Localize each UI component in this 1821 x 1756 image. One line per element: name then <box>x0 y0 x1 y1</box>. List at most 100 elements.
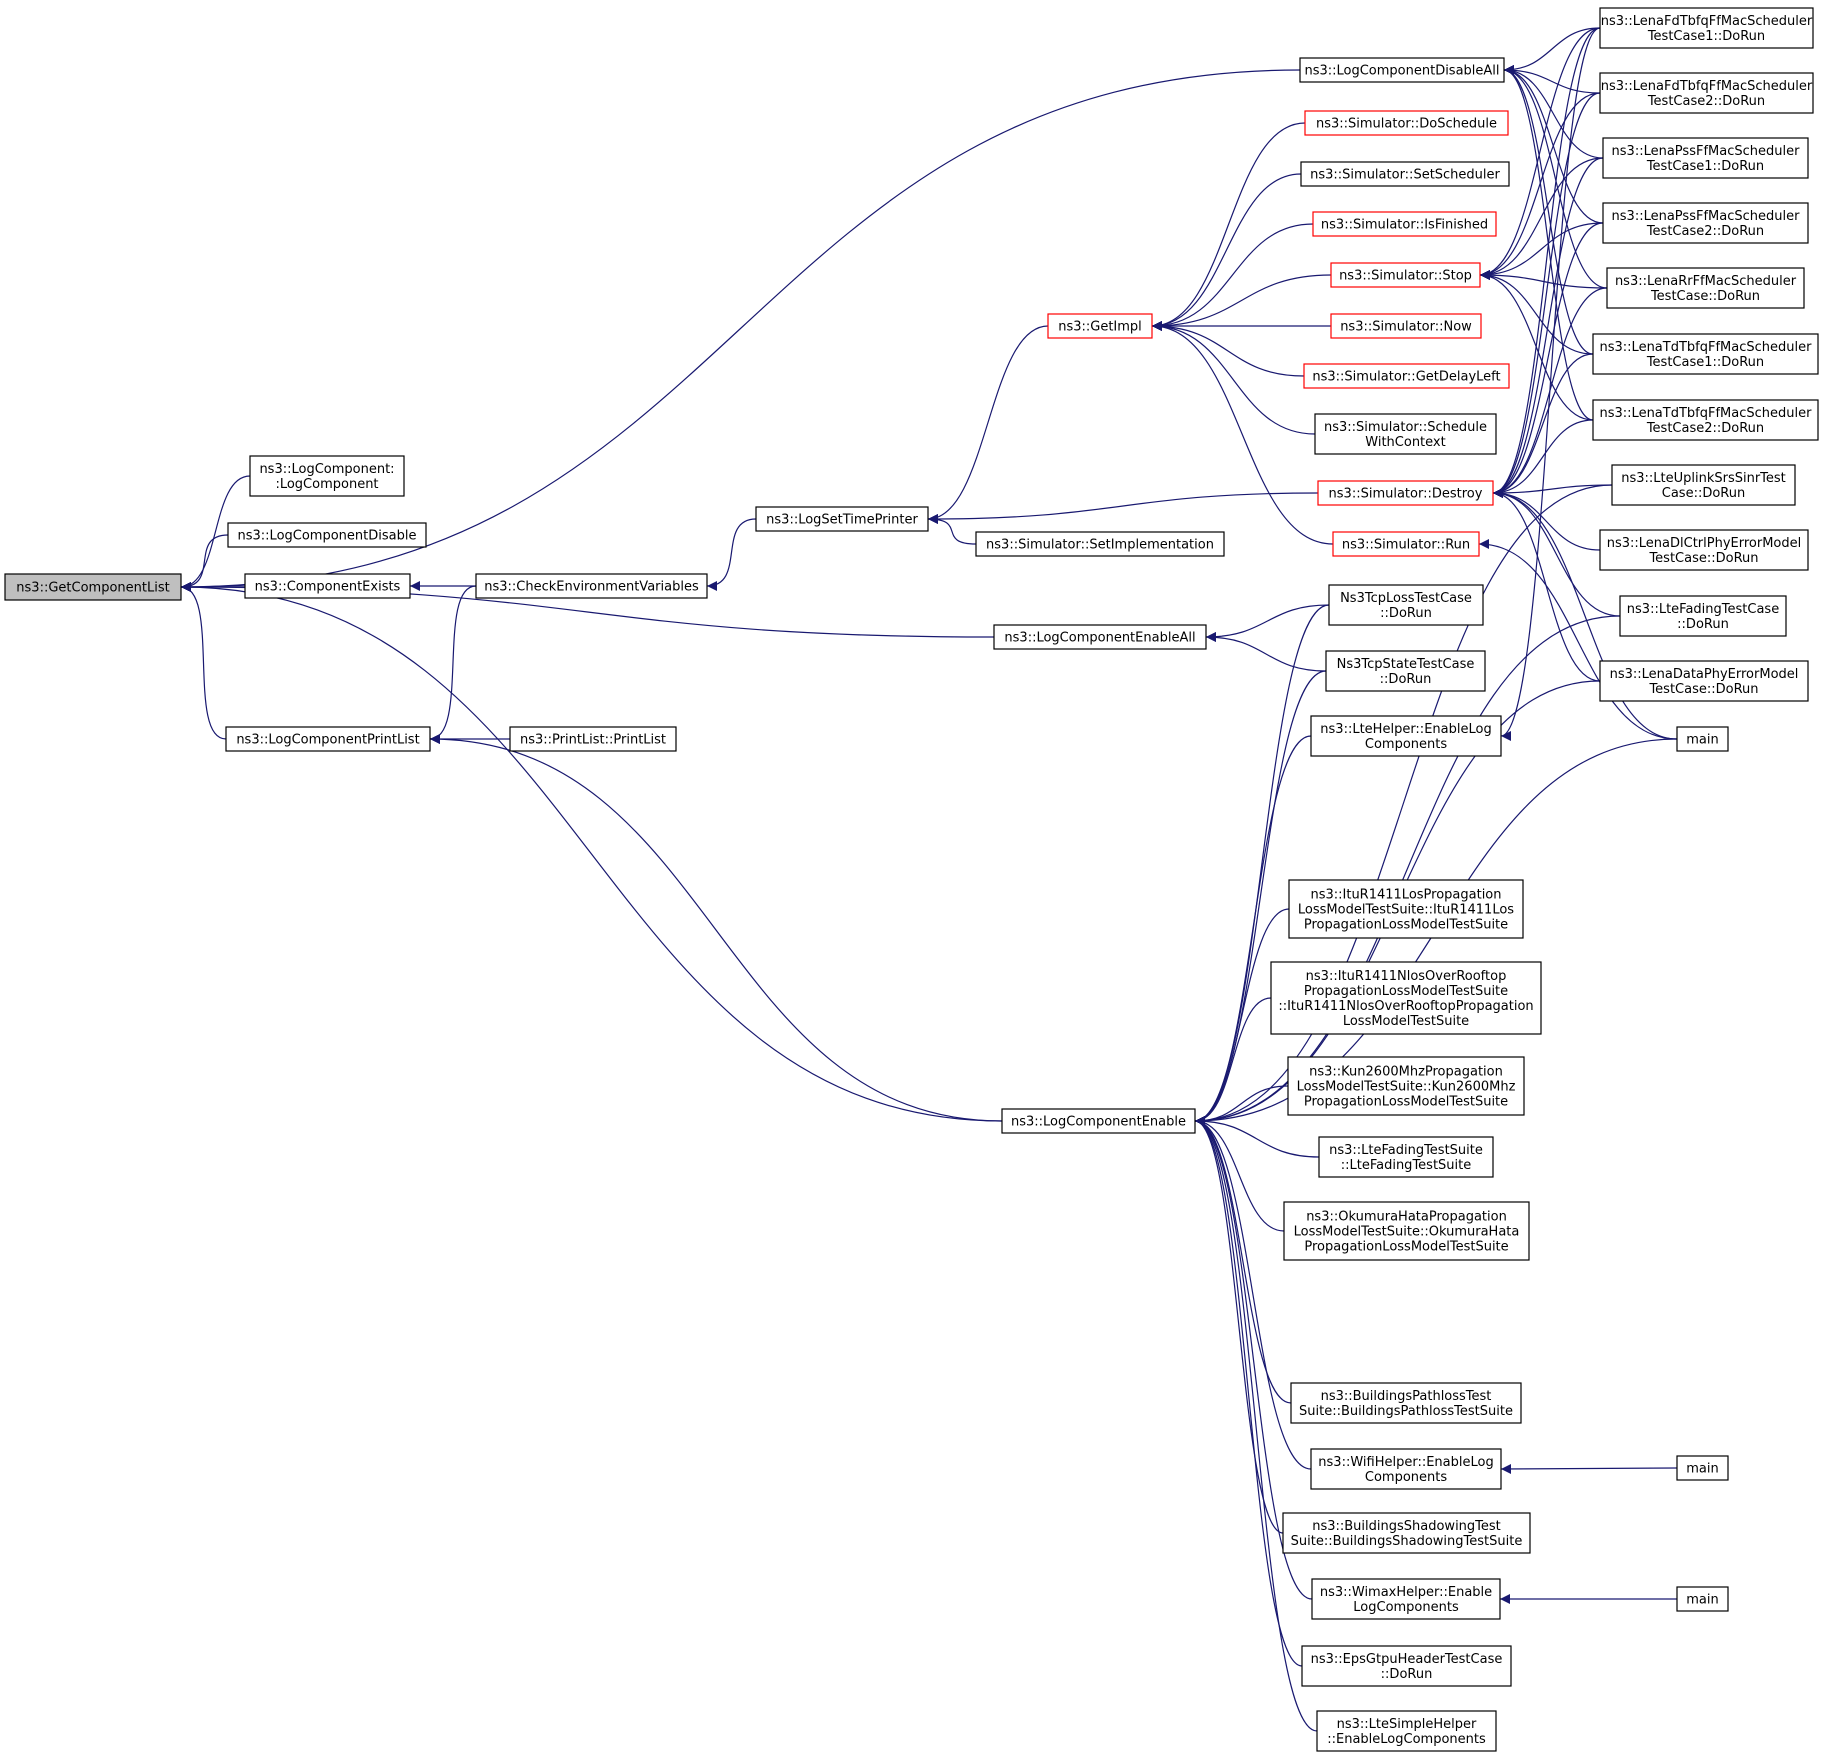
node-label: ns3::WifiHelper::EnableLog <box>1318 1455 1493 1470</box>
node-dlctrl[interactable]: ns3::LenaDlCtrlPhyErrorModelTestCase::Do… <box>1599 529 1809 571</box>
node-dataphy[interactable]: ns3::LenaDataPhyErrorModelTestCase::DoRu… <box>1599 660 1809 702</box>
node-box <box>1328 584 1484 626</box>
node-box <box>1606 267 1805 309</box>
node-label: ::EnableLogComponents <box>1327 1732 1486 1747</box>
node-eps[interactable]: ns3::EpsGtpuHeaderTestCase::DoRun <box>1301 1645 1512 1687</box>
node-okumura[interactable]: ns3::OkumuraHataPropagationLossModelTest… <box>1283 1201 1530 1261</box>
call-edge-cev-to-lcpl <box>429 585 477 744</box>
node-lce[interactable]: ns3::LogComponentEnable <box>1001 1108 1196 1134</box>
node-fd1[interactable]: ns3::LenaFdTbfqFfMacSchedulerTestCase1::… <box>1599 7 1814 49</box>
node-label: ns3::LteHelper::EnableLog <box>1320 722 1491 737</box>
node-box <box>1001 1108 1196 1134</box>
node-label: PropagationLossModelTestSuite <box>1304 1240 1508 1255</box>
node-main3[interactable]: main <box>1676 1586 1729 1612</box>
node-label: ns3::Simulator::SetImplementation <box>986 538 1214 553</box>
node-lcda[interactable]: ns3::LogComponentDisableAll <box>1299 57 1505 83</box>
call-edge-fading-to-lce <box>1194 615 1621 1126</box>
node-simdestroy[interactable]: ns3::Simulator::Destroy <box>1317 480 1494 506</box>
node-bpt[interactable]: ns3::BuildingsPathlossTestSuite::Buildin… <box>1290 1382 1522 1424</box>
node-box <box>475 573 708 599</box>
call-edge-srs-to-lce <box>1194 484 1613 1126</box>
node-bst[interactable]: ns3::BuildingsShadowingTestSuite::Buildi… <box>1282 1512 1531 1554</box>
node-ce[interactable]: ns3::ComponentExists <box>244 573 411 599</box>
node-ltehelper[interactable]: ns3::LteHelper::EnableLogComponents <box>1310 715 1502 757</box>
node-plpl[interactable]: ns3::PrintList::PrintList <box>509 726 677 752</box>
node-itunlos[interactable]: ns3::ItuR1411NlosOverRooftopPropagationL… <box>1270 961 1542 1035</box>
call-edge-wifi-to-lce <box>1194 1116 1312 1470</box>
node-box <box>1592 399 1819 441</box>
call-edge-fd2-to-simstop <box>1479 92 1601 280</box>
node-label: ns3::LenaDataPhyErrorModel <box>1610 667 1799 682</box>
node-itulos[interactable]: ns3::ItuR1411LosPropagationLossModelTest… <box>1288 879 1524 939</box>
node-label: ns3::WimaxHelper::Enable <box>1320 1585 1492 1600</box>
node-box <box>1312 211 1497 237</box>
call-edge-td1-to-lcda <box>1503 65 1594 355</box>
node-box <box>1290 1382 1522 1424</box>
node-box <box>249 455 405 497</box>
node-layer: ns3::GetComponentList ns3::LogComponentDi… <box>4 7 1819 1752</box>
node-getimpl[interactable]: ns3::GetImpl <box>1047 313 1153 339</box>
node-simif[interactable]: ns3::Simulator::IsFinished <box>1312 211 1497 237</box>
node-label: ns3::OkumuraHataPropagation <box>1306 1210 1507 1225</box>
node-pss2[interactable]: ns3::LenaPssFfMacSchedulerTestCase2::DoR… <box>1602 202 1809 244</box>
node-pss1[interactable]: ns3::LenaPssFfMacSchedulerTestCase1::DoR… <box>1602 137 1809 179</box>
node-label: ns3::Simulator::Schedule <box>1324 420 1487 435</box>
call-edge-td2-to-simdestroy <box>1492 419 1594 498</box>
node-fading[interactable]: ns3::LteFadingTestCase::DoRun <box>1619 595 1787 637</box>
node-tcploss[interactable]: Ns3TcpLossTestCase::DoRun <box>1328 584 1484 626</box>
call-edge-td2-to-simstop <box>1479 270 1594 421</box>
node-label: TestCase::DoRun <box>1648 551 1758 566</box>
node-box <box>1676 726 1729 752</box>
node-simstop[interactable]: ns3::Simulator::Stop <box>1330 262 1481 288</box>
node-simrun[interactable]: ns3::Simulator::Run <box>1332 531 1480 557</box>
node-label: ns3::Simulator::SetScheduler <box>1310 168 1500 183</box>
node-wifi[interactable]: ns3::WifiHelper::EnableLogComponents <box>1310 1448 1502 1490</box>
node-label: ns3::LenaFdTbfqFfMacScheduler <box>1601 14 1813 29</box>
node-simds[interactable]: ns3::Simulator::DoSchedule <box>1304 110 1509 136</box>
node-cev[interactable]: ns3::CheckEnvironmentVariables <box>475 573 708 599</box>
node-box <box>1599 7 1814 49</box>
node-label: ns3::BuildingsShadowingTest <box>1312 1519 1501 1534</box>
node-box <box>1299 57 1505 83</box>
node-simss[interactable]: ns3::Simulator::SetScheduler <box>1300 161 1510 187</box>
node-label: main <box>1686 1462 1718 1477</box>
call-edge-fd1-to-ltehelper <box>1500 27 1601 741</box>
node-label: LossModelTestSuite::ItuR1411Los <box>1298 903 1514 918</box>
node-lclc[interactable]: ns3::LogComponent::LogComponent <box>249 455 405 497</box>
node-fd2[interactable]: ns3::LenaFdTbfqFfMacSchedulerTestCase2::… <box>1599 72 1814 114</box>
node-label: ns3::LteUplinkSrsSinrTest <box>1621 471 1786 486</box>
node-label: ns3::ItuR1411LosPropagation <box>1310 888 1501 903</box>
node-lcpl[interactable]: ns3::LogComponentPrintList <box>225 726 431 752</box>
node-label: TestCase2::DoRun <box>1646 224 1764 239</box>
node-simsi[interactable]: ns3::Simulator::SetImplementation <box>975 531 1225 557</box>
call-edge-simds-to-getimpl <box>1151 122 1306 331</box>
node-label: ns3::LogComponent: <box>259 462 394 477</box>
node-tcpstate[interactable]: Ns3TcpStateTestCase::DoRun <box>1325 650 1486 692</box>
node-ltefs[interactable]: ns3::LteFadingTestSuite::LteFadingTestSu… <box>1318 1136 1494 1178</box>
node-label: TestCase::DoRun <box>1648 682 1758 697</box>
node-label: Ns3TcpStateTestCase <box>1337 657 1475 672</box>
node-ltesimple[interactable]: ns3::LteSimpleHelper::EnableLogComponent… <box>1316 1710 1497 1752</box>
node-label: TestCase2::DoRun <box>1646 421 1764 436</box>
node-simnow[interactable]: ns3::Simulator::Now <box>1330 313 1482 339</box>
node-lcea[interactable]: ns3::LogComponentEnableAll <box>993 624 1207 650</box>
node-main1[interactable]: main <box>1676 726 1729 752</box>
node-td1[interactable]: ns3::LenaTdTbfqFfMacSchedulerTestCase1::… <box>1592 333 1819 375</box>
node-box <box>1602 202 1809 244</box>
node-simgdl[interactable]: ns3::Simulator::GetDelayLeft <box>1303 363 1510 389</box>
call-edge-lclc-to-root <box>180 475 251 592</box>
node-label: ns3::LteFadingTestSuite <box>1329 1143 1483 1158</box>
node-lstp[interactable]: ns3::LogSetTimePrinter <box>755 506 929 532</box>
node-wimax[interactable]: ns3::WimaxHelper::EnableLogComponents <box>1311 1578 1501 1620</box>
node-lcd[interactable]: ns3::LogComponentDisable <box>227 522 427 548</box>
call-edge-dlctrl-to-simdestroy <box>1492 488 1601 551</box>
node-root[interactable]: ns3::GetComponentList <box>4 573 182 601</box>
node-td2[interactable]: ns3::LenaTdTbfqFfMacSchedulerTestCase2::… <box>1592 399 1819 441</box>
node-label: Components <box>1365 1470 1447 1485</box>
node-label: WithContext <box>1365 435 1445 450</box>
node-kun[interactable]: ns3::Kun2600MhzPropagationLossModelTestS… <box>1287 1056 1525 1116</box>
node-main2[interactable]: main <box>1676 1455 1729 1481</box>
